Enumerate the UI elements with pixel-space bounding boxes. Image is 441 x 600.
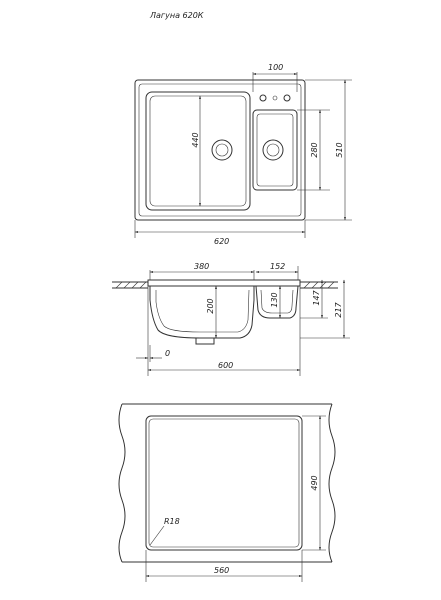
dim-label-100: 100 — [268, 63, 283, 72]
sink-outer-outline — [134, 79, 306, 221]
dim-label-radius: R18 — [164, 517, 180, 526]
dim-label-0: 0 — [165, 349, 170, 358]
drain-stub — [195, 338, 215, 345]
dim-label-560: 560 — [214, 566, 229, 575]
faucet-hole-right — [283, 94, 291, 102]
sink-rim — [147, 279, 301, 287]
cutout-inner — [148, 418, 300, 548]
main-drain-outer — [211, 139, 233, 161]
dim-label-620: 620 — [214, 237, 229, 246]
faucet-hole-left — [259, 94, 267, 102]
break-line-right — [328, 403, 336, 563]
dim-label-200: 200 — [206, 298, 215, 313]
dim-label-152: 152 — [270, 262, 285, 271]
sink-rim-inner — [138, 83, 302, 217]
cutout-outline — [145, 415, 303, 551]
faucet-hole-center — [272, 95, 278, 101]
dim-label-510: 510 — [335, 142, 344, 157]
cutout-view: R18 490 560 — [118, 403, 336, 582]
small-bowl-outline — [252, 109, 298, 191]
dim-label-147: 147 — [312, 289, 321, 305]
small-drain-inner — [266, 143, 280, 157]
dim-label-600: 600 — [218, 361, 233, 370]
section-view: 380 152 200 130 147 217 0 600 — [112, 262, 350, 376]
countertop-right — [300, 281, 338, 289]
small-bowl-inner — [256, 113, 294, 187]
dim-label-130: 130 — [270, 292, 279, 307]
main-drain-inner — [215, 143, 229, 157]
dim-label-217: 217 — [334, 301, 343, 317]
main-bowl-outline — [145, 91, 251, 211]
break-line-left — [118, 403, 126, 563]
main-bowl-inner — [149, 95, 247, 207]
small-drain-outer — [262, 139, 284, 161]
dim-label-490: 490 — [310, 475, 319, 490]
main-bowl-section — [149, 286, 255, 339]
dim-label-440: 440 — [191, 132, 200, 147]
top-view: 100 440 280 510 620 — [134, 63, 352, 246]
dim-label-280: 280 — [310, 142, 319, 157]
drawing-title: Лагуна 620К — [149, 11, 204, 20]
dim-label-380: 380 — [194, 262, 209, 271]
